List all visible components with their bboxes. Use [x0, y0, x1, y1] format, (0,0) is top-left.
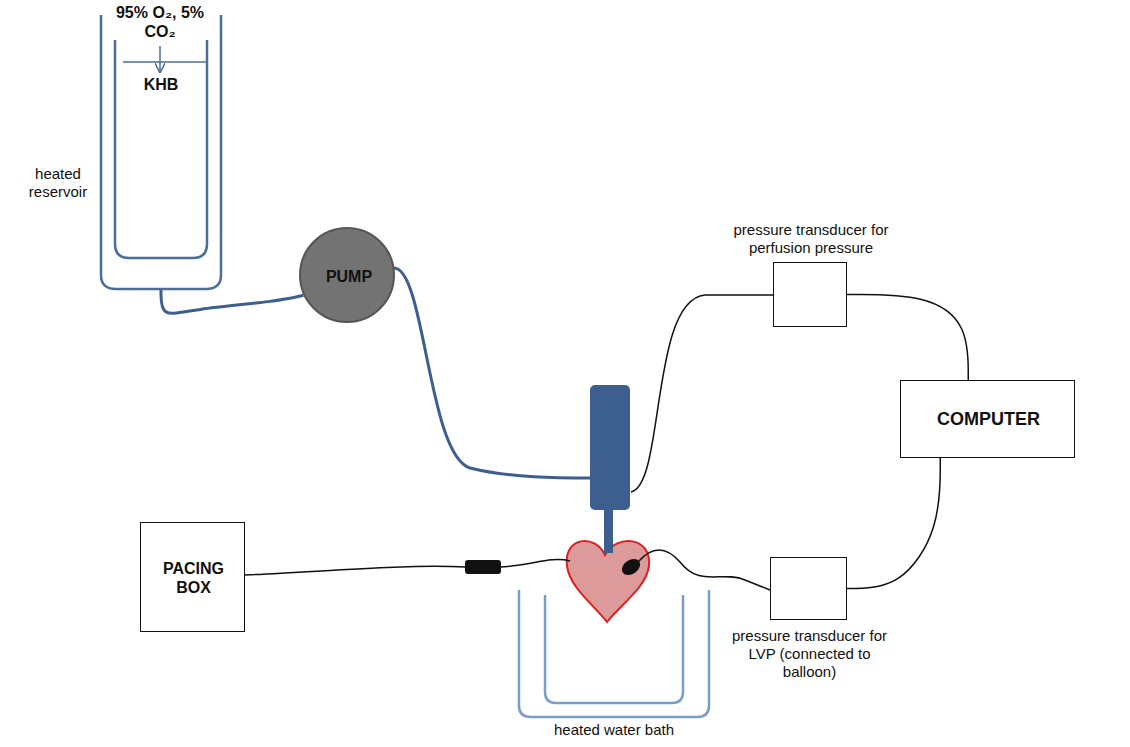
pacing-box: PACING BOX	[140, 522, 245, 632]
computer-label: COMPUTER	[937, 409, 1040, 431]
perfusion-transducer: pressure transducer for perfusion pressu…	[773, 262, 847, 327]
reservoir-outline	[100, 15, 222, 290]
gas-mixture-label: 95% O₂, 5% CO₂	[110, 3, 210, 41]
electrode-connector	[465, 560, 501, 574]
pacing-electrode	[500, 560, 570, 567]
reservoir-wall	[101, 15, 221, 289]
transducer-label: pressure transducer for perfusion pressu…	[729, 221, 894, 257]
cannula	[590, 385, 630, 510]
bath-outline	[518, 590, 710, 718]
lvp-transducer: pressure transducer for LVP (connected t…	[770, 557, 847, 620]
balloon-line	[638, 550, 770, 590]
liquid-level	[123, 61, 207, 63]
heated-reservoir: heated reservoirKHB	[100, 15, 222, 290]
pressure-line	[631, 295, 773, 492]
solution-label: KHB	[144, 75, 179, 94]
bath-label: heated water bath	[514, 721, 714, 739]
transducer-label: pressure transducer for LVP (connected t…	[722, 627, 897, 681]
bath-wall	[519, 590, 709, 717]
heart	[567, 541, 650, 622]
pacing-label: PACING BOX	[154, 559, 234, 597]
perfusion-tube	[161, 290, 303, 313]
signal-wire	[847, 295, 968, 381]
computer-box: COMPUTER	[900, 380, 1075, 458]
gas-inflow-arrow	[159, 46, 161, 72]
signal-wire	[847, 458, 940, 589]
heated-water-bath: heated water bath	[518, 590, 710, 718]
balloon	[619, 556, 643, 579]
vessel-label: heated reservoir	[22, 165, 94, 201]
perfusion-tube	[394, 268, 591, 478]
pump-label: PUMP	[326, 267, 372, 286]
cannula-stem	[604, 505, 613, 553]
pacing-wire	[245, 566, 466, 575]
pump: PUMP	[299, 227, 395, 323]
